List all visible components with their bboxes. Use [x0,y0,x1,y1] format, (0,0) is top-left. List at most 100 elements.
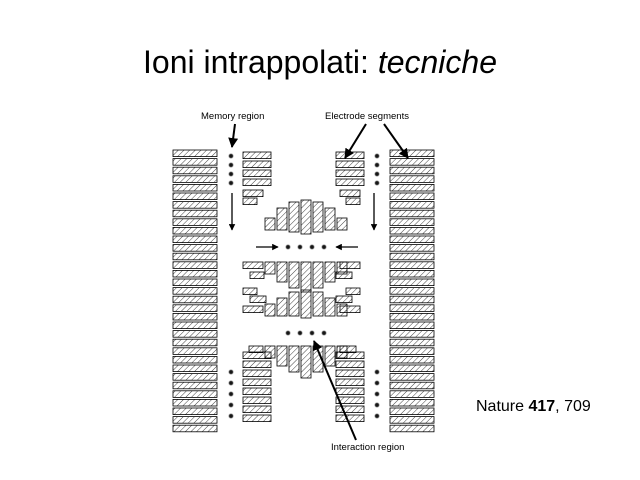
ion [373,368,381,376]
citation-volume: 417 [528,398,556,415]
ion [227,179,235,187]
electrode-segment [242,261,264,269]
electrode-segment [389,330,435,338]
ion [373,152,381,160]
electrode-segment [288,261,300,289]
electrode-segment [389,398,435,407]
electrode-segment [276,297,288,317]
trapped-ions [227,152,381,420]
electrode-segment [389,149,435,157]
electrode-segment [172,347,218,355]
ion [296,243,304,251]
electrode-segment [172,390,218,398]
electrode-segment [389,338,435,347]
electrode-segment [172,261,218,269]
ion [373,179,381,187]
electrode-segment [264,303,276,317]
electrode-segment [300,289,312,319]
electrode-center-structures [242,189,361,379]
electrode-inner-left [242,151,272,422]
interaction-region-label: Interaction region [331,442,405,453]
electrode-segment [389,416,435,424]
electrode-segment [300,345,312,379]
electrode-segment [339,261,361,269]
electrode-segment [242,369,272,377]
ion [308,329,316,337]
ion [227,152,235,160]
slide-title-main: Ioni intrappolati: [143,44,378,80]
electrode-segment [389,321,435,329]
electrode-segment [335,414,365,422]
slide-title-italic: tecniche [377,44,497,80]
electrode-inner-right [335,151,365,422]
electrode-segment [324,207,336,231]
electrode-segment [249,295,267,303]
electrode-segment [336,217,348,231]
electrode-segment [312,261,324,289]
electrode-segment [242,305,264,313]
electrode-segment [172,304,218,312]
electrode-segment [172,218,218,226]
electrode-segment [172,338,218,347]
electrode-segment [172,244,218,252]
electrode-segment [264,217,276,231]
electrode-segment [172,381,218,390]
electrode-segment [389,166,435,175]
ion [373,161,381,169]
electrode-segment [172,158,218,166]
electrode-segment [339,345,357,353]
ion [227,401,235,409]
electrode-segment [389,373,435,381]
electrode-segment [172,355,218,364]
electrode-segment [172,252,218,261]
electrode-segment [335,178,365,186]
electrode-segment [389,252,435,261]
electrode-column-right [389,149,435,433]
electrode-segment [389,278,435,286]
electrode-segment [242,160,272,168]
electrode-segment [276,345,288,367]
electrode-segment [288,345,300,373]
ion [320,243,328,251]
electrode-segment [389,407,435,415]
memory-pointer-arrow [228,123,239,148]
electrode-segment [172,226,218,235]
ion [284,243,292,251]
electrode-segment [324,297,336,317]
electrode-segment [324,345,336,367]
electrode-segment [242,378,272,386]
electrode-segment [389,192,435,200]
electrode-segment [172,175,218,183]
electrode-segment [389,287,435,295]
electrode-segment [335,360,365,368]
electrode-segment [345,197,361,205]
electrode-segment [389,304,435,312]
electrode-segment [172,209,218,218]
interaction-pointer-arrow [312,340,357,441]
electrode-segment [389,226,435,235]
citation-journal: Nature [476,398,529,415]
ion [373,390,381,398]
electrode-segment [242,396,272,404]
electrode-segment [335,378,365,386]
electrode-segment [389,244,435,252]
electrode-segment [389,295,435,304]
ion [373,379,381,387]
ion [227,379,235,387]
electrode-segment [335,369,365,377]
electrode-segment [389,355,435,364]
electrode-segment [242,189,264,197]
ion [308,243,316,251]
electrode-segment [242,405,272,413]
ion [227,161,235,169]
electrode-segment [312,291,324,317]
electrode-segment [389,424,435,433]
electrode-segment [389,201,435,209]
electrode-column-left [172,149,218,433]
slide-title: Ioni intrappolati: tecniche [0,44,640,81]
electrode-segment [389,158,435,166]
electrode-segment [335,396,365,404]
electrode-segment [172,192,218,200]
citation-pages: , 709 [555,398,591,415]
